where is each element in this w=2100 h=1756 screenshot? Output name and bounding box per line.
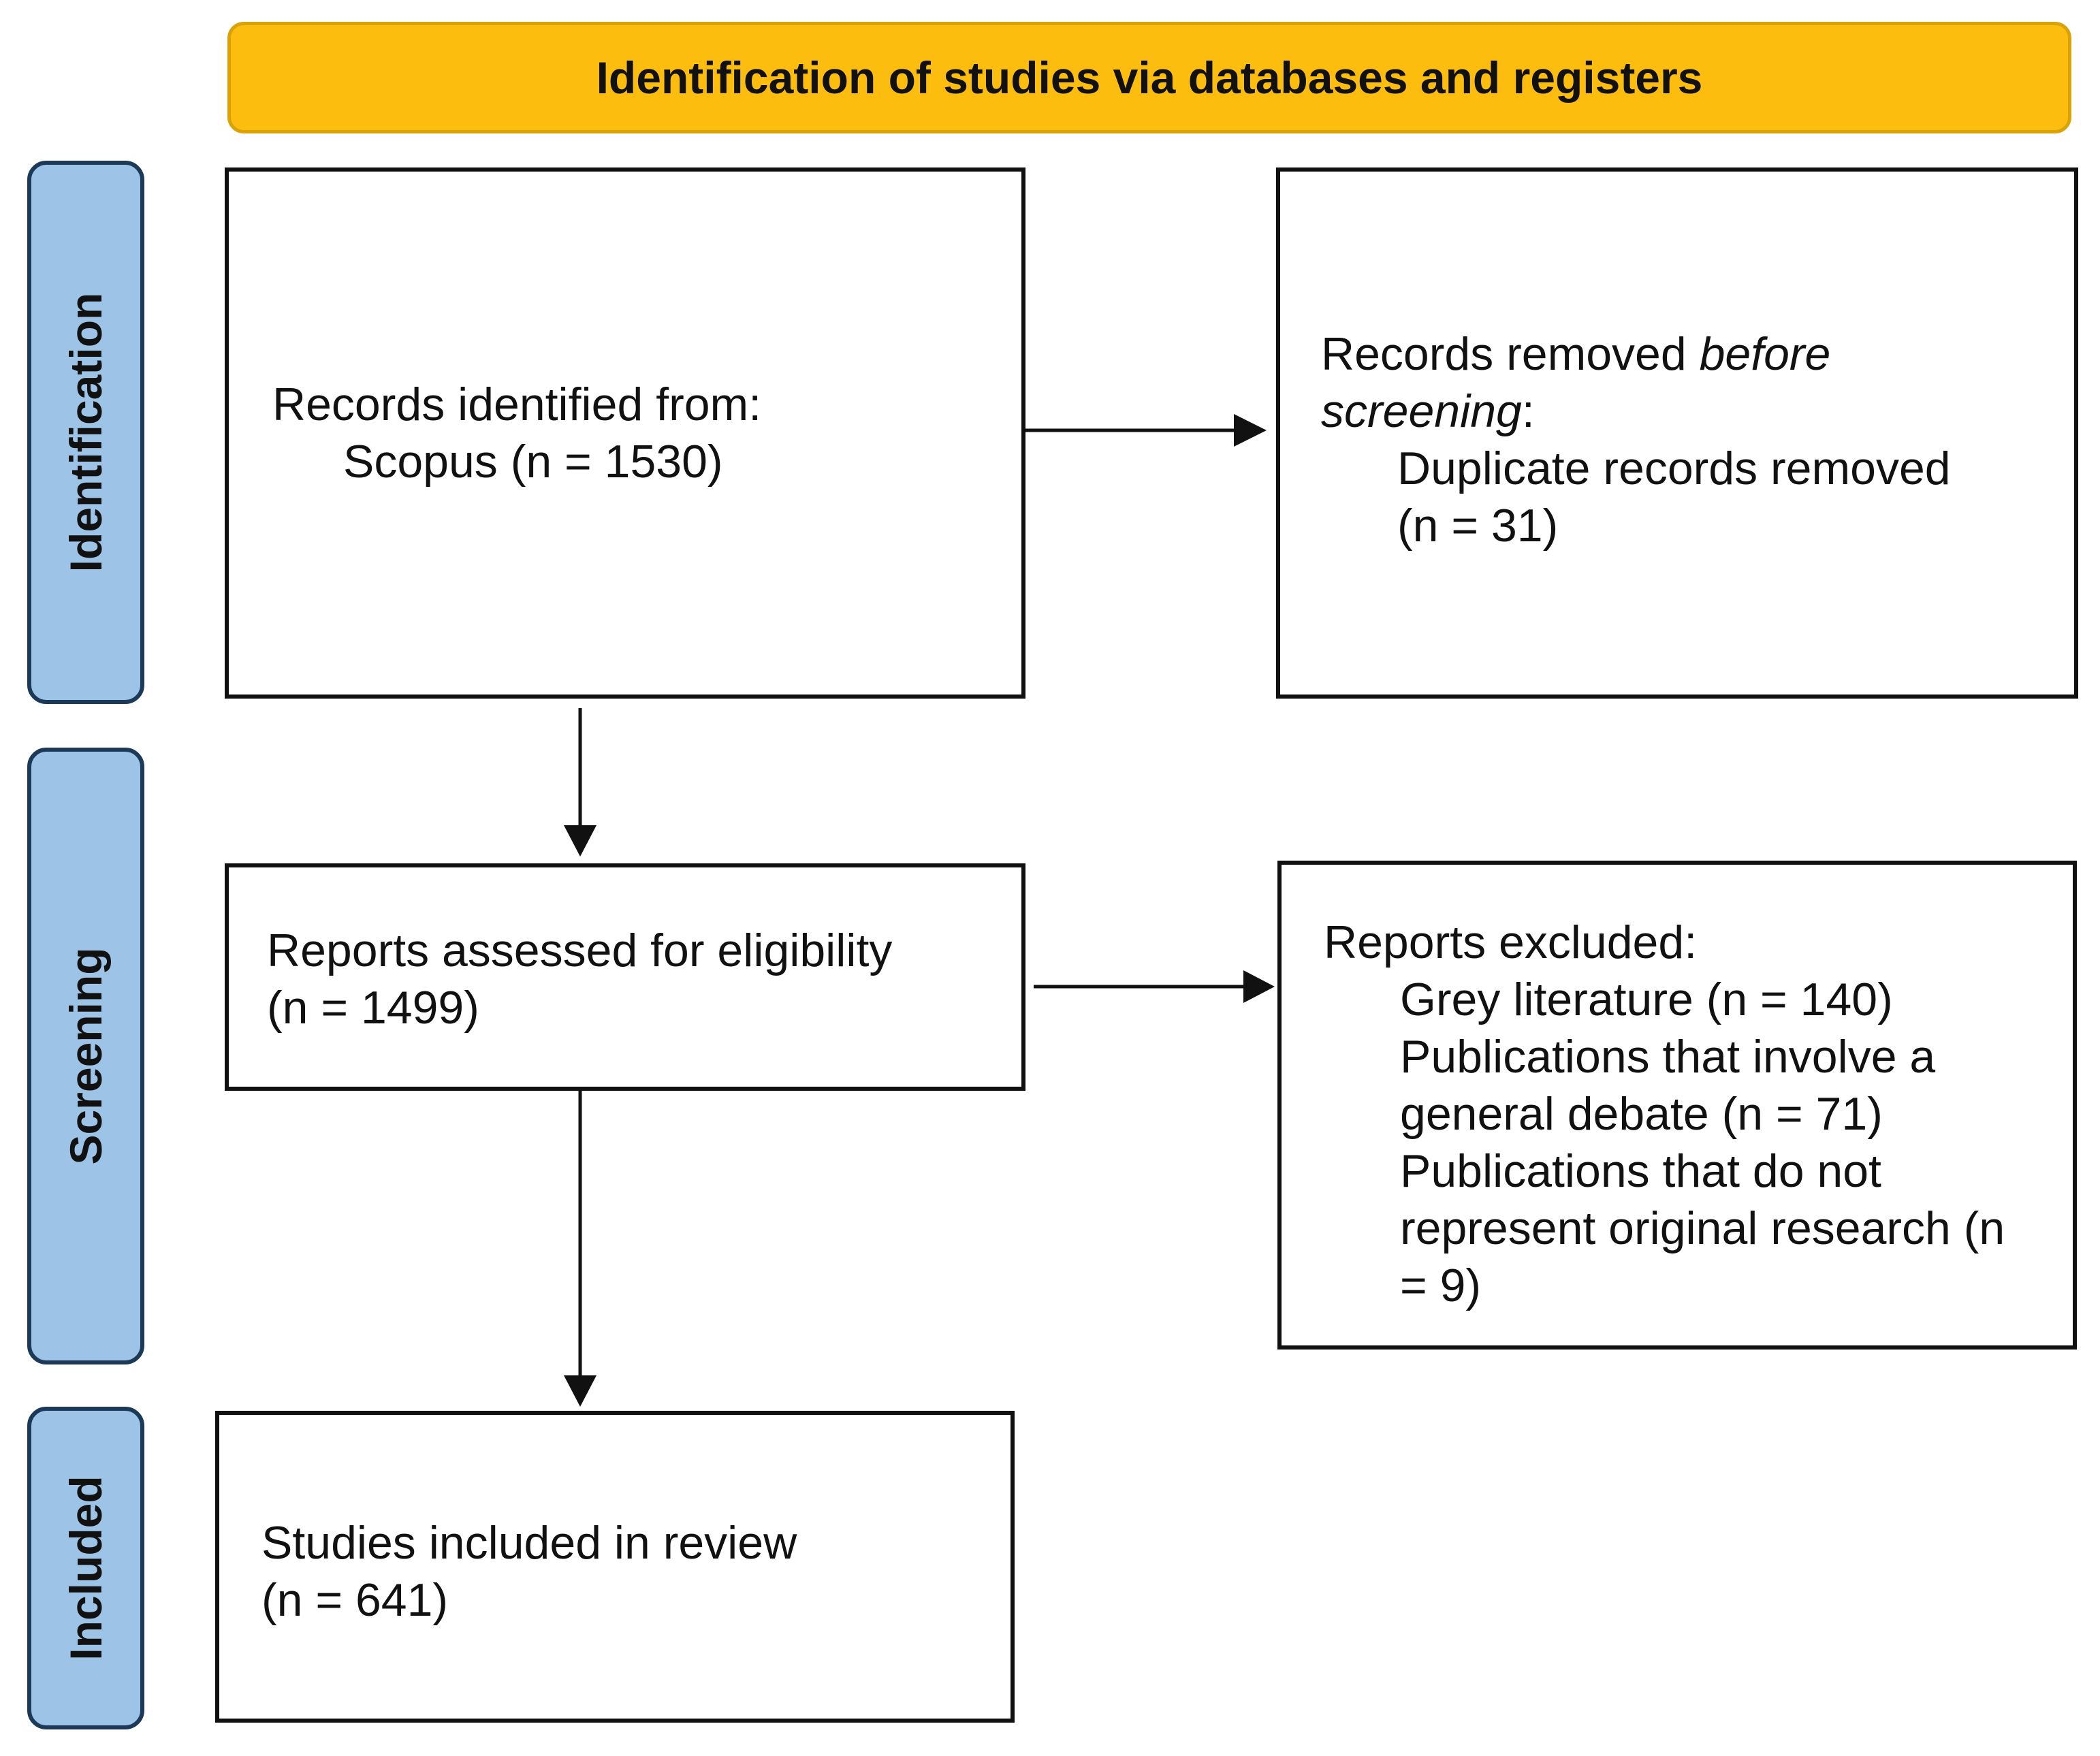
records-identified-line1: Records identified from: — [272, 379, 762, 430]
studies-included-box: Studies included in review (n = 641) — [215, 1411, 1015, 1723]
records-identified-box: Records identified from: Scopus (n = 153… — [225, 167, 1025, 699]
arrowhead-to-assessed — [564, 825, 596, 857]
reports-excluded-debate-2: general debate (n = 71) — [1400, 1088, 1883, 1140]
records-removed-count: (n = 31) — [1397, 500, 1559, 552]
arrowhead-to-removed — [1234, 414, 1267, 447]
header-banner: Identification of studies via databases … — [227, 22, 2071, 133]
studies-included-line1: Studies included in review — [261, 1517, 797, 1569]
records-identified-source: Scopus (n = 1530) — [343, 436, 723, 488]
arrowhead-to-excluded — [1243, 970, 1275, 1003]
records-removed-duplicates: Duplicate records removed — [1397, 443, 1951, 494]
reports-excluded-title: Reports excluded: — [1324, 916, 1698, 968]
reports-assessed-box: Reports assessed for eligibility (n = 14… — [225, 863, 1025, 1091]
phase-included: Included — [27, 1407, 144, 1729]
phase-identification: Identification — [27, 161, 144, 704]
arrowhead-to-included — [564, 1375, 596, 1407]
reports-excluded-grey: Grey literature (n = 140) — [1400, 974, 1893, 1025]
reports-excluded-original-3: = 9) — [1400, 1260, 1482, 1311]
records-removed-screening: screening — [1321, 385, 1522, 437]
reports-assessed-line1: Reports assessed for eligibility — [267, 925, 893, 976]
records-removed-line2: screening: — [1321, 383, 1951, 440]
records-removed-line1-text: Records removed — [1321, 328, 1700, 380]
studies-included-count: (n = 641) — [261, 1574, 449, 1626]
records-removed-line1: Records removed before — [1321, 325, 1951, 383]
records-removed-colon: : — [1521, 385, 1535, 437]
reports-excluded-original-2: represent original research (n — [1400, 1202, 2005, 1254]
records-removed-before: before — [1699, 328, 1831, 380]
records-removed-box: Records removed before screening: Duplic… — [1276, 167, 2078, 699]
phase-screening: Screening — [27, 748, 144, 1364]
reports-assessed-count: (n = 1499) — [267, 982, 479, 1034]
reports-excluded-box: Reports excluded: Grey literature (n = 1… — [1277, 861, 2077, 1350]
header-title: Identification of studies via databases … — [596, 52, 1703, 103]
reports-excluded-original-1: Publications that do not — [1400, 1145, 1881, 1197]
reports-excluded-debate-1: Publications that involve a — [1400, 1031, 1936, 1083]
